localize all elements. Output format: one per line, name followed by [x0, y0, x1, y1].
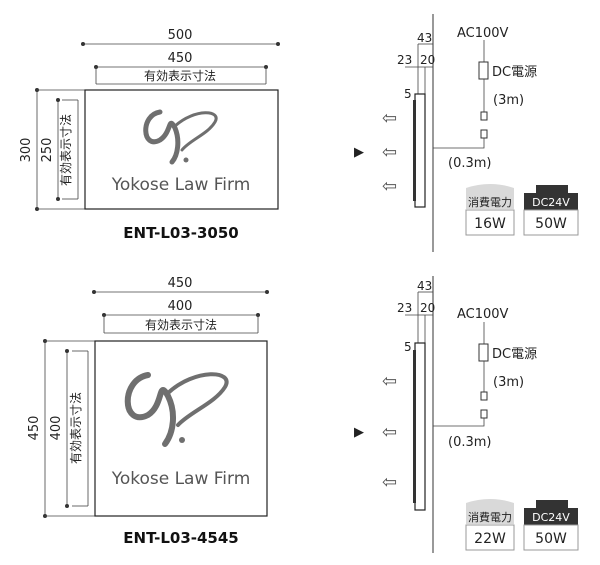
dim-outer-height: 450	[27, 416, 42, 441]
ac-label: AC100V	[457, 307, 509, 322]
logo-mark	[143, 109, 218, 165]
dim-inner-width: 450	[168, 51, 193, 66]
light-arrow-icon: ⇦	[382, 422, 397, 443]
dc-voltage-label: DC24V	[532, 511, 570, 524]
dim-outer-width: 500	[168, 28, 193, 43]
sign-front-3050: 500 450 有効表示寸法 300 250 有効表示寸法 Yokose Law…	[19, 28, 280, 242]
effective-label-horizontal: 有効表示寸法	[145, 317, 217, 332]
side-dim-5: 5	[404, 87, 412, 101]
model-number: ENT-L03-3050	[123, 224, 238, 242]
brand-name: Yokose Law Firm	[111, 469, 251, 489]
sign-panel	[94, 340, 268, 517]
power-label: 消費電力	[468, 195, 512, 209]
dc-voltage-label: DC24V	[532, 196, 570, 209]
logo-mark	[124, 372, 229, 447]
sign-side-4545: 43 23 20 5 ⇦ ⇦ ⇦ AC100V DC電源 (3m) (0.3m)…	[382, 276, 579, 553]
side-dim-5: 5	[404, 340, 412, 354]
light-arrow-icon: ⇦	[382, 142, 397, 163]
dc-power-label: DC電源	[492, 65, 537, 80]
light-arrow-icon: ⇦	[382, 371, 397, 392]
side-dim-43: 43	[417, 279, 432, 293]
side-dim-20: 20	[420, 53, 435, 67]
effective-label-vertical: 有効表示寸法	[58, 114, 73, 186]
effective-label-vertical: 有効表示寸法	[68, 392, 83, 464]
side-dim-43: 43	[417, 31, 432, 45]
dc-badge: DC24V 50W	[523, 185, 579, 236]
cable-3m-label: (3m)	[493, 93, 524, 108]
sign-front-4545: 450 400 有効表示寸法 450 400 有効表示寸法 Yokose Law…	[27, 276, 269, 547]
ac-label: AC100V	[457, 26, 509, 41]
dc-badge: DC24V 50W	[523, 500, 579, 551]
dim-inner-width: 400	[168, 299, 193, 314]
effective-label-horizontal: 有効表示寸法	[144, 68, 216, 83]
sign-side-3050: 43 23 20 5 ⇦ ⇦ ⇦ AC100V DC電源 (3m) (0.3m)…	[382, 14, 579, 252]
light-arrow-icon: ⇦	[382, 108, 397, 129]
dim-outer-width: 450	[168, 276, 193, 291]
dc-capacity-value: 50W	[535, 216, 567, 232]
dc-capacity-value: 50W	[535, 531, 567, 547]
cable-3m-label: (3m)	[493, 375, 524, 390]
dc-power-label: DC電源	[492, 347, 537, 362]
power-value: 16W	[474, 216, 506, 232]
power-label: 消費電力	[468, 510, 512, 524]
cable-0.3m-label: (0.3m)	[448, 156, 491, 171]
side-dim-23: 23	[397, 53, 412, 67]
cable-0.3m-label: (0.3m)	[448, 435, 491, 450]
dim-outer-height: 300	[19, 138, 34, 163]
light-arrow-icon: ⇦	[382, 472, 397, 493]
brand-name: Yokose Law Firm	[111, 175, 251, 195]
pointer-icon: ▶	[354, 425, 364, 440]
pointer-icon: ▶	[354, 145, 364, 160]
power-value: 22W	[474, 531, 506, 547]
light-arrow-icon: ⇦	[382, 176, 397, 197]
side-dim-20: 20	[420, 301, 435, 315]
dim-inner-height: 400	[49, 416, 64, 441]
side-dim-23: 23	[397, 301, 412, 315]
dim-inner-height: 250	[40, 138, 55, 163]
model-number: ENT-L03-4545	[123, 529, 238, 547]
power-badge: 消費電力 22W	[465, 499, 515, 551]
power-badge: 消費電力 16W	[465, 184, 515, 236]
